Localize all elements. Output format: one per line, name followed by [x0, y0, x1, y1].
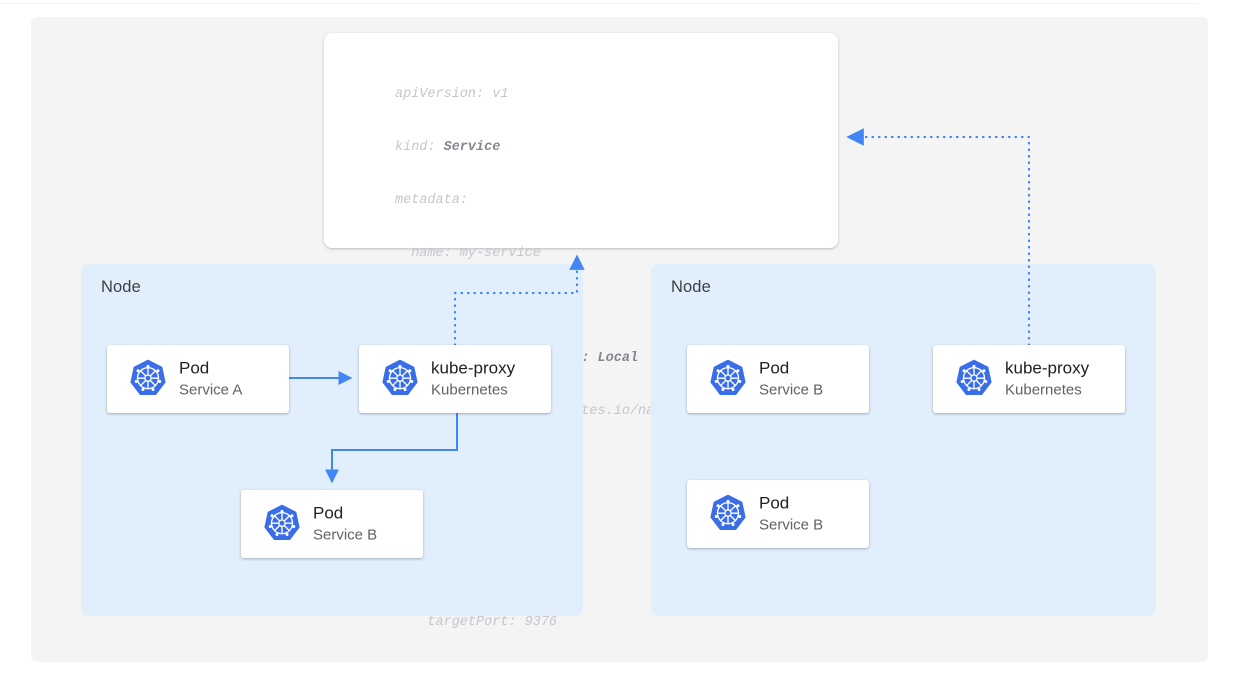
yaml-line: kind: Service — [395, 139, 501, 155]
card-text: Pod Service A — [179, 358, 242, 401]
yaml-line: name: my-service — [395, 245, 541, 261]
card-pod-service-b-right-top[interactable]: Pod Service B — [687, 345, 869, 413]
card-subtitle: Kubernetes — [431, 381, 508, 399]
node-panel-right: Node — [651, 264, 1156, 616]
card-text: kube-proxy Kubernetes — [431, 358, 515, 401]
card-subtitle: Service B — [313, 526, 378, 544]
node-panel-left: Node — [81, 264, 583, 616]
card-pod-service-b-left[interactable]: Pod Service B — [241, 490, 423, 558]
kubernetes-icon — [710, 494, 746, 530]
card-pod-service-b-right-bottom[interactable]: Pod Service B — [687, 480, 869, 548]
card-title: Pod — [313, 503, 344, 523]
card-subtitle: Kubernetes — [1005, 381, 1082, 399]
card-subtitle: Service A — [179, 381, 243, 399]
card-text: kube-proxy Kubernetes — [1005, 358, 1089, 401]
kubernetes-icon — [710, 359, 746, 395]
card-text: Pod Service B — [759, 493, 823, 536]
yaml-line: metadata: — [395, 192, 468, 208]
card-title: Pod — [179, 358, 210, 378]
top-divider — [0, 3, 1198, 4]
card-subtitle: Service B — [759, 516, 824, 534]
yaml-line: targetPort: 9376 — [395, 615, 558, 630]
card-text: Pod Service B — [759, 358, 823, 401]
card-title: Pod — [759, 493, 790, 513]
card-kube-proxy-left[interactable]: kube-proxy Kubernetes — [359, 345, 551, 413]
card-subtitle: Service B — [759, 381, 824, 399]
yaml-line: apiVersion: v1 — [395, 87, 509, 103]
kubernetes-icon — [264, 504, 300, 540]
node-label-right: Node — [671, 278, 711, 296]
card-title: kube-proxy — [1005, 358, 1090, 378]
yaml-bold-value: Service — [443, 139, 501, 155]
card-text: Pod Service B — [313, 503, 377, 546]
kubernetes-icon — [382, 359, 418, 395]
card-title: Pod — [759, 358, 790, 378]
card-kube-proxy-right[interactable]: kube-proxy Kubernetes — [933, 345, 1125, 413]
kubernetes-icon — [956, 359, 992, 395]
card-title: kube-proxy — [431, 358, 516, 378]
kubernetes-icon — [130, 359, 166, 395]
node-label-left: Node — [101, 278, 141, 296]
card-pod-service-a[interactable]: Pod Service A — [107, 345, 289, 413]
service-manifest-card: apiVersion: v1 kind: Service metadata: n… — [324, 33, 838, 630]
